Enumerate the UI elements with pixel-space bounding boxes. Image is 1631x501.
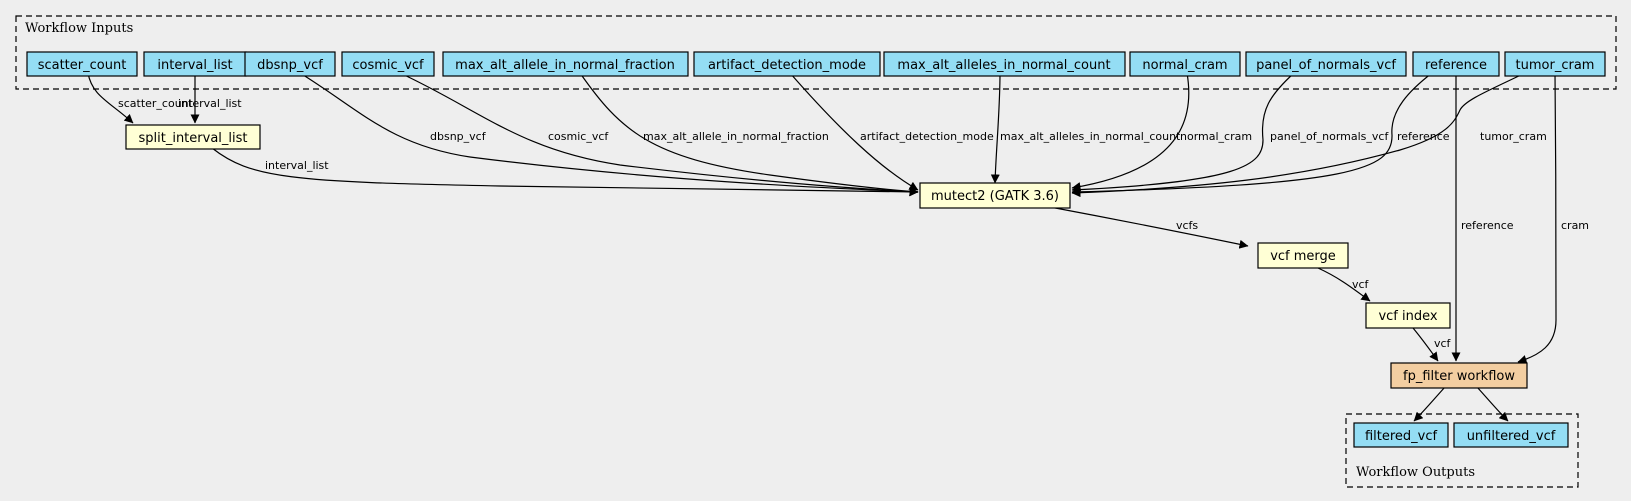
workflow-inputs-cluster: Workflow Inputs: [15, 15, 1617, 90]
edge-label-max-count: max_alt_alleles_in_normal_count: [1000, 130, 1181, 143]
edge-label-vcf-merge: vcf: [1352, 278, 1370, 291]
node-panel-of-normals-vcf[interactable]: panel_of_normals_vcf: [1245, 51, 1407, 77]
edge-label-max-frac: max_alt_allele_in_normal_fraction: [643, 130, 829, 143]
svg-text:normal_cram: normal_cram: [1142, 58, 1227, 73]
edge-label-vcfs: vcfs: [1176, 219, 1198, 232]
edge-scatter-count: scatter_count: [87, 72, 194, 124]
edge-max-count: max_alt_alleles_in_normal_count: [990, 72, 1181, 184]
svg-text:max_alt_allele_in_normal_fract: max_alt_allele_in_normal_fraction: [455, 58, 675, 73]
edge-label-cosmic: cosmic_vcf: [548, 130, 609, 143]
edge-filter-to-unfiltered: [1476, 386, 1509, 422]
svg-text:interval_list: interval_list: [157, 58, 232, 73]
edge-label-split-interval: interval_list: [265, 159, 329, 172]
svg-text:cosmic_vcf: cosmic_vcf: [352, 58, 424, 73]
edge-cosmic: cosmic_vcf: [399, 72, 919, 197]
svg-text:tumor_cram: tumor_cram: [1516, 58, 1595, 73]
edges: scatter_count interval_list interval_lis…: [87, 72, 1589, 422]
input-nodes: scatter_count interval_list dbsnp_vcf co…: [26, 51, 1606, 77]
svg-text:split_interval_list: split_interval_list: [138, 131, 247, 146]
edge-label-artifact: artifact_detection_mode: [860, 130, 994, 143]
edge-panel-of-normals: panel_of_normals_vcf: [1071, 72, 1389, 195]
node-fp-filter-workflow[interactable]: fp_filter workflow: [1390, 362, 1528, 389]
node-filtered-vcf[interactable]: filtered_vcf: [1353, 422, 1449, 448]
node-scatter-count[interactable]: scatter_count: [26, 51, 138, 77]
workflow-outputs-cluster: Workflow Outputs: [1345, 413, 1579, 488]
svg-text:mutect2 (GATK 3.6): mutect2 (GATK 3.6): [931, 189, 1059, 204]
node-split-interval-list[interactable]: split_interval_list: [125, 124, 261, 150]
edge-reference-mutect: reference: [1071, 72, 1450, 197]
edge-index-to-filter: vcf: [1412, 327, 1452, 362]
node-dbsnp-vcf[interactable]: dbsnp_vcf: [244, 51, 336, 77]
svg-text:unfiltered_vcf: unfiltered_vcf: [1467, 429, 1556, 444]
edge-dbsnp: dbsnp_vcf: [299, 72, 919, 197]
edge-label-tumor-mutect: tumor_cram: [1480, 130, 1547, 143]
edge-label-reference-filter: reference: [1461, 219, 1514, 232]
edge-label-normal-cram: normal_cram: [1180, 130, 1252, 143]
node-vcf-index[interactable]: vcf index: [1365, 302, 1451, 329]
edge-label-reference-mutect: reference: [1397, 130, 1450, 143]
svg-text:vcf index: vcf index: [1378, 309, 1437, 324]
edge-label-interval-list: interval_list: [178, 97, 242, 110]
edge-label-vcf-index: vcf: [1434, 337, 1452, 350]
node-max-alt-alleles-in-normal-count[interactable]: max_alt_alleles_in_normal_count: [883, 51, 1126, 77]
edge-tumor-mutect: tumor_cram: [1071, 72, 1547, 198]
svg-text:max_alt_alleles_in_normal_coun: max_alt_alleles_in_normal_count: [897, 58, 1110, 73]
svg-text:fp_filter workflow: fp_filter workflow: [1403, 369, 1515, 384]
svg-text:vcf merge: vcf merge: [1270, 249, 1336, 264]
svg-text:scatter_count: scatter_count: [38, 58, 127, 73]
svg-text:artifact_detection_mode: artifact_detection_mode: [708, 58, 866, 73]
edge-tumor-filter: cram: [1517, 72, 1589, 364]
edge-label-panel-of-normals: panel_of_normals_vcf: [1270, 130, 1389, 143]
node-interval-list[interactable]: interval_list: [143, 51, 247, 77]
node-vcf-merge[interactable]: vcf merge: [1257, 242, 1349, 269]
output-nodes: filtered_vcf unfiltered_vcf: [1353, 422, 1569, 448]
node-unfiltered-vcf[interactable]: unfiltered_vcf: [1453, 422, 1569, 448]
svg-text:dbsnp_vcf: dbsnp_vcf: [257, 58, 323, 73]
edge-label-scatter-count: scatter_count: [118, 97, 194, 110]
svg-text:reference: reference: [1425, 58, 1487, 73]
edge-normal-cram: normal_cram: [1071, 72, 1252, 192]
edge-label-cram: cram: [1561, 219, 1589, 232]
edge-label-dbsnp: dbsnp_vcf: [430, 130, 487, 143]
svg-text:panel_of_normals_vcf: panel_of_normals_vcf: [1256, 58, 1396, 73]
edge-filter-to-filtered: [1413, 386, 1446, 422]
node-cosmic-vcf[interactable]: cosmic_vcf: [341, 51, 435, 77]
edge-mutect-to-merge: vcfs: [1049, 206, 1249, 249]
svg-text:filtered_vcf: filtered_vcf: [1365, 429, 1438, 444]
node-reference[interactable]: reference: [1412, 51, 1500, 77]
edge-max-frac: max_alt_allele_in_normal_fraction: [579, 72, 919, 196]
workflow-outputs-title: Workflow Outputs: [1356, 465, 1475, 480]
workflow-inputs-title: Workflow Inputs: [25, 21, 133, 36]
node-max-alt-allele-in-normal-fraction[interactable]: max_alt_allele_in_normal_fraction: [442, 51, 689, 77]
node-tumor-cram[interactable]: tumor_cram: [1504, 51, 1606, 77]
edge-reference-filter: reference: [1451, 73, 1514, 362]
node-mutect2[interactable]: mutect2 (GATK 3.6): [919, 182, 1071, 209]
edge-split-to-mutect: interval_list: [211, 147, 919, 197]
step-nodes: split_interval_list mutect2 (GATK 3.6) v…: [125, 124, 1528, 389]
edge-merge-to-index: vcf: [1317, 267, 1371, 302]
node-artifact-detection-mode[interactable]: artifact_detection_mode: [693, 51, 881, 77]
edge-interval-list: interval_list: [178, 73, 242, 124]
node-normal-cram[interactable]: normal_cram: [1129, 51, 1241, 77]
edge-artifact: artifact_detection_mode: [789, 72, 994, 191]
